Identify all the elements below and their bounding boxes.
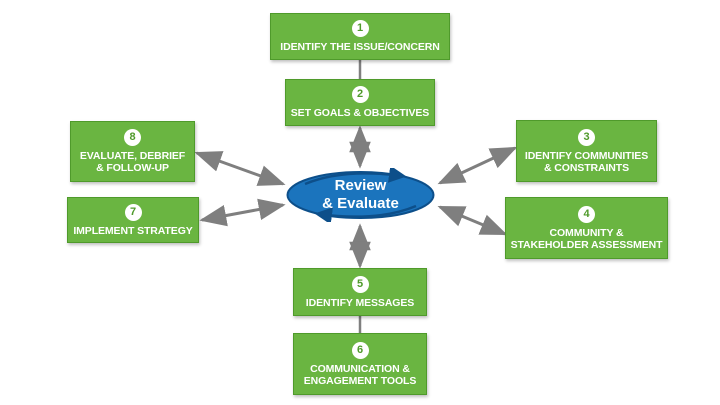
hub-ellipse (286, 168, 435, 222)
step-8-number: 8 (124, 129, 141, 146)
cycle-arrow-icon (304, 168, 407, 186)
step-6-label: COMMUNICATION & ENGAGEMENT TOOLS (303, 362, 417, 387)
step-5-label: IDENTIFY MESSAGES (305, 296, 415, 309)
step-2-box: 2 SET GOALS & OBJECTIVES (285, 79, 435, 126)
arrow-center-step4 (437, 205, 508, 236)
step-5-number: 5 (351, 275, 369, 293)
step-7-box: 7 IMPLEMENT STRATEGY (67, 197, 199, 243)
step-7-label: IMPLEMENT STRATEGY (73, 224, 193, 237)
step-8-box: 8 EVALUATE, DEBRIEF & FOLLOW-UP (70, 121, 195, 182)
step-2-number: 2 (351, 86, 369, 103)
step-4-label: COMMUNITY & STAKEHOLDER ASSESSMENT (510, 226, 663, 251)
step-3-label: IDENTIFY COMMUNITIES & CONSTRAINTS (524, 149, 649, 174)
review-evaluate-hub: Review & Evaluate (283, 168, 438, 222)
step-6-number: 6 (351, 341, 369, 359)
step-1-box: 1 IDENTIFY THE ISSUE/CONCERN (270, 13, 450, 60)
step-6-box: 6 COMMUNICATION & ENGAGEMENT TOOLS (293, 333, 427, 395)
step-7-number: 7 (124, 203, 142, 221)
step-1-label: IDENTIFY THE ISSUE/CONCERN (280, 41, 440, 53)
step-5-box: 5 IDENTIFY MESSAGES (293, 268, 427, 316)
arrow-center-step7 (199, 198, 286, 227)
step-2-label: SET GOALS & OBJECTIVES (290, 107, 430, 119)
step-1-number: 1 (351, 20, 369, 37)
cycle-arrow-icon (314, 204, 417, 222)
step-8-label: EVALUATE, DEBRIEF & FOLLOW-UP (79, 150, 186, 174)
arrow-center-step3 (437, 146, 518, 185)
hub-title-line2: & Evaluate (322, 195, 399, 212)
step-3-box: 3 IDENTIFY COMMUNITIES & CONSTRAINTS (516, 120, 657, 182)
arrow-center-step8 (194, 151, 286, 186)
hub-title-line1: Review (334, 177, 387, 194)
step-4-number: 4 (578, 205, 595, 223)
step-4-box: 4 COMMUNITY & STAKEHOLDER ASSESSMENT (505, 197, 668, 259)
step-3-number: 3 (578, 128, 595, 146)
